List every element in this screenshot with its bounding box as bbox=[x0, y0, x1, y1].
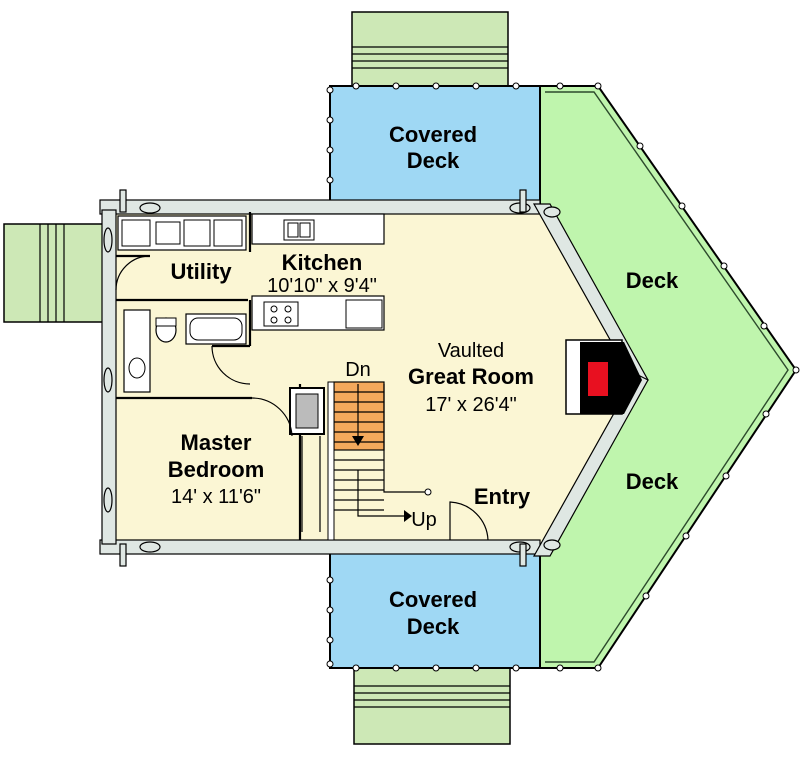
top-steps bbox=[351, 11, 509, 87]
kitchen-size: 10'10" x 9'4" bbox=[267, 275, 377, 297]
master-line1: Master bbox=[181, 430, 252, 455]
stairs bbox=[327, 381, 432, 541]
covered-deck-top-area bbox=[329, 85, 541, 205]
fireplace bbox=[565, 339, 642, 415]
covered-deck-top-line2: Deck bbox=[407, 148, 460, 173]
bottom-steps bbox=[353, 667, 511, 745]
utility-label: Utility bbox=[170, 259, 232, 284]
stair-down-label: Dn bbox=[345, 359, 371, 381]
side-steps bbox=[3, 223, 115, 323]
bath-fixtures bbox=[123, 309, 247, 393]
stair-up-label: Up bbox=[411, 509, 437, 531]
entry-label: Entry bbox=[474, 484, 531, 509]
master-line2: Bedroom bbox=[168, 457, 265, 482]
utility-fixtures bbox=[117, 215, 247, 251]
interior-walls bbox=[116, 212, 325, 540]
deck-upper-label: Deck bbox=[626, 268, 679, 293]
great-room-size: 17' x 26'4" bbox=[425, 394, 516, 416]
great-room-line2: Great Room bbox=[408, 364, 534, 389]
covered-deck-bottom-line2: Deck bbox=[407, 614, 460, 639]
covered-deck-top-line1: Covered bbox=[389, 122, 477, 147]
great-room-line1: Vaulted bbox=[438, 340, 504, 362]
kitchen-label: Kitchen bbox=[282, 250, 363, 275]
deck-railing bbox=[326, 82, 800, 672]
master-size: 14' x 11'6" bbox=[171, 486, 261, 508]
kitchen-fixtures bbox=[251, 213, 385, 331]
door-swings bbox=[115, 255, 489, 541]
covered-deck-bottom-line1: Covered bbox=[389, 587, 477, 612]
deck-lower-label: Deck bbox=[626, 469, 679, 494]
